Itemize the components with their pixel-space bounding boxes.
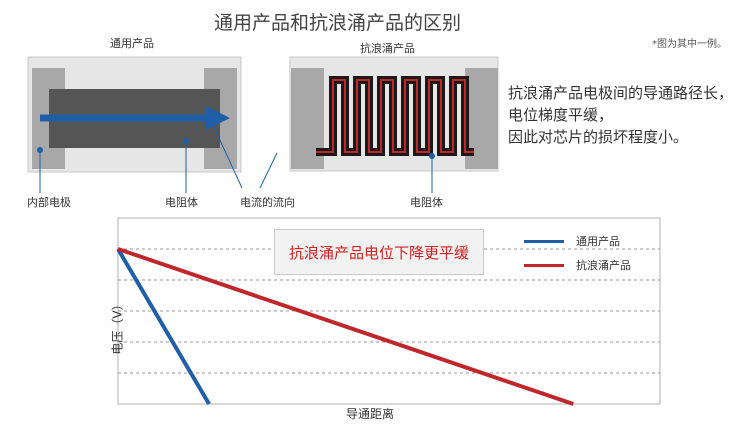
current-arrow-head xyxy=(206,106,230,130)
page-title: 通用产品和抗浪涌产品的区别 xyxy=(213,12,461,34)
general-chip xyxy=(27,56,278,193)
x-axis-label: 导通距离 xyxy=(345,407,394,421)
current-callout: 电流的流向 xyxy=(240,196,295,209)
legend-swatch-general xyxy=(524,239,564,243)
description-line-2: 电位梯度平缓， xyxy=(508,106,614,124)
chart-annotation: 抗浪涌产品电位下降更平缓 xyxy=(274,229,484,275)
right-diagram-label: 抗浪涌产品 xyxy=(360,42,415,55)
resistor-callout: 电阻体 xyxy=(165,196,198,209)
series-line-1 xyxy=(117,247,574,406)
left-diagram-label: 通用产品 xyxy=(110,37,154,50)
y-axis-label: 电压（V） xyxy=(110,298,125,355)
legend-swatch-surge xyxy=(524,263,564,267)
electrode-callout: 内部电极 xyxy=(27,196,71,209)
meander-current-path xyxy=(316,79,474,153)
right-resistor-callout: 电阻体 xyxy=(410,196,443,209)
legend-label-general: 通用产品 xyxy=(576,235,620,248)
description: 抗浪涌产品电极间的导通路径长， 电位梯度平缓， 因此对芯片的损坏程度小。 xyxy=(508,82,733,148)
surge-chip xyxy=(289,56,499,193)
legend-item-surge: 抗浪涌产品 xyxy=(524,257,631,273)
description-line-1: 抗浪涌产品电极间的导通路径长， xyxy=(508,84,734,102)
legend-item-general: 通用产品 xyxy=(524,233,620,249)
series-lines xyxy=(116,247,574,406)
footnote: *图为其中一例。 xyxy=(652,39,727,50)
current-callout-line xyxy=(212,124,243,189)
description-line-3: 因此对芯片的损坏程度小。 xyxy=(508,128,689,146)
legend-label-surge: 抗浪涌产品 xyxy=(576,259,631,272)
series-line-0 xyxy=(116,247,211,406)
current-callout-line-2 xyxy=(259,152,278,189)
